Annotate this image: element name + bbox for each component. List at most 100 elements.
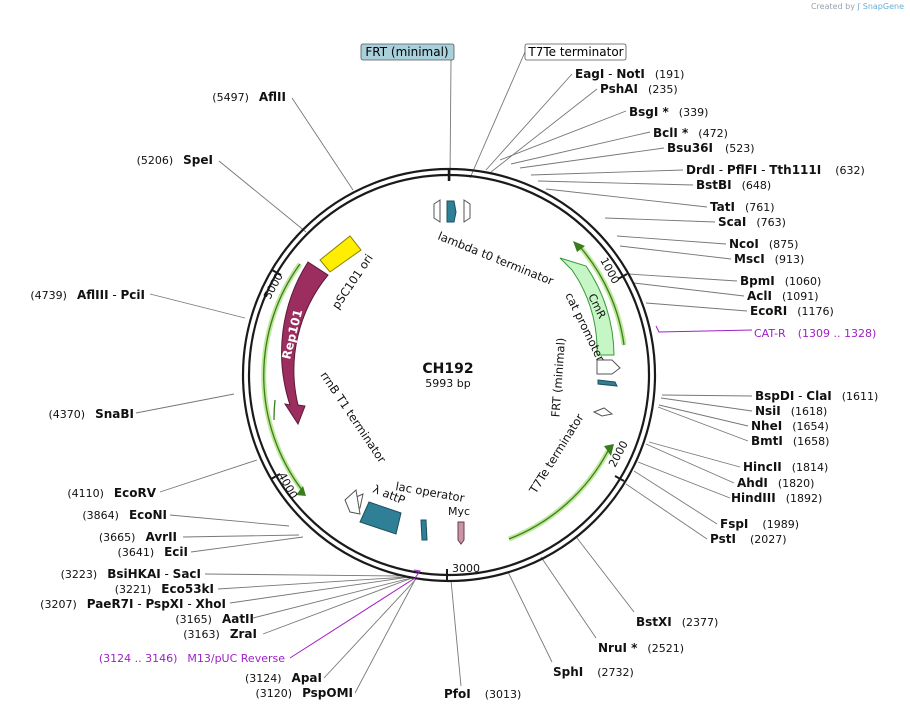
site-aatii: AatII	[222, 612, 254, 626]
pos-2732: (2732)	[597, 666, 634, 679]
svg-text:EagI - NotI(191): EagI - NotI(191)	[575, 67, 684, 81]
svg-text:TatI(761): TatI (761)	[710, 200, 775, 214]
site-pflfi: PflFI	[727, 163, 757, 177]
pos-1060: (1060)	[785, 275, 822, 288]
site-pfoi: PfoI	[444, 687, 471, 701]
site-pspomi: PspOMI	[302, 686, 353, 700]
svg-text:BmtI(1658): BmtI(1658)	[751, 434, 829, 448]
pos-1892: (1892)	[786, 492, 823, 505]
svg-text:BspDI - ClaI(1611): BspDI - ClaI(1611)	[755, 389, 878, 403]
backbone-ring	[241, 167, 657, 583]
site-ahdi: AhdI	[737, 476, 768, 490]
site-drdi: DrdI	[686, 163, 715, 177]
site-eco53ki: Eco53kI	[161, 582, 214, 596]
pos-761: (761)	[745, 201, 775, 214]
pos-1091: (1091)	[782, 290, 819, 303]
primer-cat-r-range: (1309 .. 1328)	[798, 327, 877, 340]
feature-cat-promoter	[596, 359, 621, 375]
site-ncoi: NcoI	[729, 237, 759, 251]
label-rrnb-t1: rrnB T1 terminator	[318, 369, 390, 466]
plasmid-name: CH192	[422, 361, 473, 377]
pos-3124: (3124)	[245, 672, 282, 685]
site-pspxi: PspXI	[145, 597, 183, 611]
label-t7te-inner: T7Te terminator	[526, 411, 587, 497]
feature-cmr	[559, 257, 615, 356]
t7te-box-text: T7Te terminator	[527, 45, 623, 59]
pos-4370: (4370)	[49, 408, 86, 421]
pos-1820: (1820)	[778, 477, 815, 490]
svg-text:NsiI(1618): NsiI(1618)	[755, 404, 827, 418]
pos-3223: (3223)	[61, 568, 98, 581]
site-snabi: SnaBI	[95, 407, 134, 421]
pos-523: (523)	[725, 142, 755, 155]
feature-lac-operator	[420, 519, 428, 541]
svg-text:(3124 .. 3146)M13/pUC Reverse: (3124 .. 3146) M13/pUC Reverse	[99, 652, 285, 665]
pos-3221: (3221)	[115, 583, 152, 596]
primer-m13-range: (3124 .. 3146)	[99, 652, 178, 665]
pos-1611: (1611)	[842, 390, 879, 403]
site-apai: ApaI	[292, 671, 322, 685]
feature-lambda-attp	[344, 489, 402, 535]
pos-5497: (5497)	[212, 91, 249, 104]
primer-cat-r: CAT-R	[754, 327, 786, 340]
svg-text:(3124)ApaI: (3124) ApaI	[245, 671, 322, 685]
pos-3207: (3207)	[40, 598, 77, 611]
feature-lambda-t0	[433, 199, 471, 223]
site-avrii: AvrII	[145, 530, 177, 544]
svg-text:(3165)AatII: (3165) AatII	[175, 612, 254, 626]
svg-text:PstI(2027): PstI(2027)	[710, 532, 787, 546]
site-fspi: FspI	[720, 517, 748, 531]
orf-arcs	[261, 241, 627, 542]
site-bcli: BclI *	[653, 126, 689, 140]
pos-763: (763)	[756, 216, 786, 229]
site-bsihkai: BsiHKAI	[107, 567, 161, 581]
feature-t7te-terminator	[592, 407, 614, 417]
svg-text:(4370)SnaBI: (4370) SnaBI	[49, 407, 134, 421]
pos-3013: (3013)	[485, 688, 522, 701]
boxed-label-frt: FRT (minimal)	[360, 43, 455, 61]
pos-191: (191)	[655, 68, 685, 81]
svg-text:(4110)EcoRV: (4110)EcoRV	[67, 486, 156, 500]
pos-875: (875)	[769, 238, 799, 251]
label-lac-operator: lac operator	[394, 479, 465, 505]
site-pshai: PshAI	[600, 82, 638, 96]
svg-text:ScaI(763): ScaI(763)	[718, 215, 786, 229]
sites-bottom-left: (3120)PspOMI (3124)ApaI (3163)ZraI (3165…	[30, 90, 353, 700]
svg-text:HincII(1814): HincII(1814)	[743, 460, 828, 474]
svg-text:DrdI - PflFI - Tth111I(632): DrdI - PflFI - Tth111I(632)	[686, 163, 865, 177]
svg-text:(3207)PaeR7I - PspXI - XhoI: (3207)PaeR7I - PspXI - XhoI	[40, 597, 226, 611]
site-xhoi: XhoI	[195, 597, 226, 611]
svg-text:BpmI(1060): BpmI(1060)	[740, 274, 821, 288]
svg-text:BclI *(472): BclI *(472)	[653, 126, 728, 140]
primer-m13: M13/pUC Reverse	[187, 652, 285, 665]
site-tth111i: Tth111I	[769, 163, 821, 177]
pos-1658: (1658)	[793, 435, 830, 448]
feature-myc	[457, 521, 465, 545]
pos-1814: (1814)	[792, 461, 829, 474]
pos-3165: (3165)	[175, 613, 212, 626]
site-nhei: NheI	[751, 419, 782, 433]
site-bsu36i: Bsu36I	[667, 141, 713, 155]
site-sphi: SphI	[553, 665, 583, 679]
label-myc: Myc	[448, 505, 470, 518]
sites-right: EagI - NotI(191) PshAI(235) BsgI *(339) …	[575, 67, 878, 546]
credit-prefix: Created by	[810, 2, 855, 11]
site-eagi: EagI	[575, 67, 604, 81]
pos-2521: (2521)	[647, 642, 684, 655]
site-tati: TatI	[710, 200, 735, 214]
pos-1618: (1618)	[791, 405, 828, 418]
svg-text:SphI(2732): SphI (2732)	[553, 665, 634, 679]
pos-1176: (1176)	[797, 305, 834, 318]
feature-rep101	[281, 261, 329, 426]
pos-3163: (3163)	[183, 628, 220, 641]
feature-frt-minimal	[597, 379, 618, 387]
pos-632: (632)	[835, 164, 865, 177]
svg-text:BstBI(648): BstBI(648)	[696, 178, 771, 192]
pos-3120: (3120)	[255, 687, 292, 700]
svg-text:BstXI(2377): BstXI(2377)	[636, 615, 718, 629]
leader-lines	[135, 51, 753, 694]
pos-2377: (2377)	[682, 616, 719, 629]
svg-text:Bsu36I(523): Bsu36I (523)	[667, 141, 755, 155]
site-saci: SacI	[173, 567, 201, 581]
svg-text:(3221)Eco53kI: (3221) Eco53kI	[115, 582, 214, 596]
